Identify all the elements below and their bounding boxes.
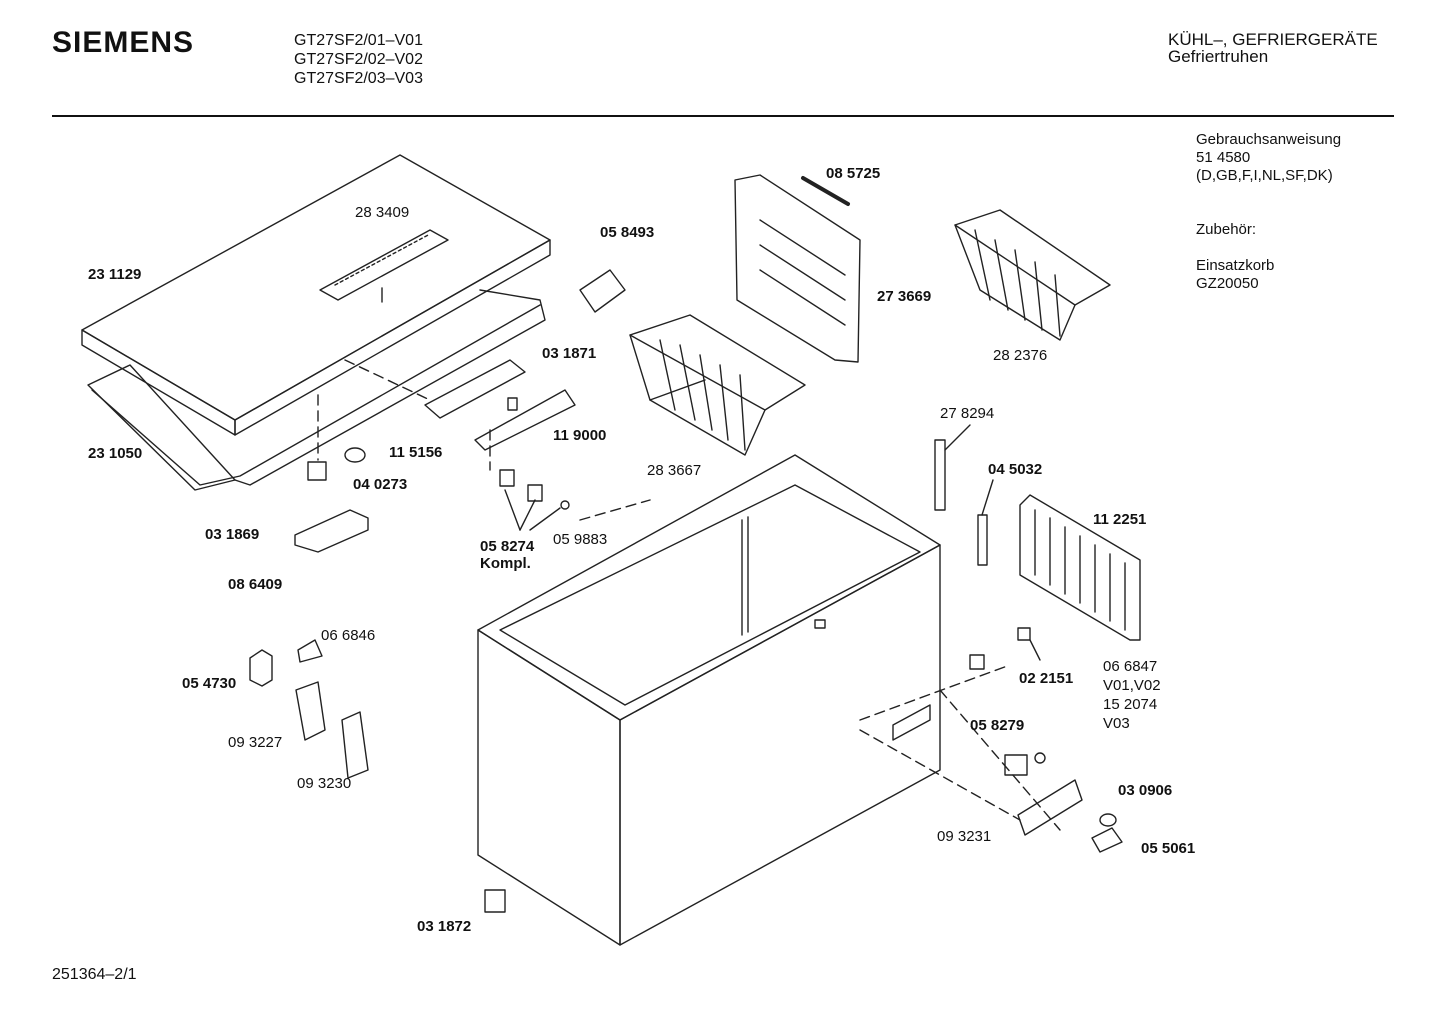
manual-languages: (D,GB,F,I,NL,SF,DK) (1196, 167, 1333, 184)
category-block: KÜHL–, GEFRIERGERÄTE Gefriertruhen (1168, 31, 1378, 65)
chest-body (477, 454, 941, 946)
grille-part (1019, 494, 1141, 641)
part-label: 08 5725 (826, 165, 881, 182)
part-label: 02 2151 (1019, 670, 1074, 687)
accessory-code: GZ20050 (1196, 275, 1259, 292)
category-title: KÜHL–, GEFRIERGERÄTE (1168, 30, 1378, 49)
light-cover-part (424, 359, 576, 451)
part-label: 03 0906 (1118, 782, 1173, 799)
part-label: 05 5061 (1141, 840, 1196, 857)
part-label: 11 9000 (553, 427, 607, 444)
accessories-label: Zubehör: (1196, 221, 1257, 238)
tray-part (294, 509, 369, 553)
part-label: 15 2074 (1103, 696, 1158, 713)
brand-logo: SIEMENS (52, 26, 195, 59)
part-label: V01,V02 (1103, 677, 1161, 694)
part-label: 04 0273 (353, 476, 408, 493)
part-label: 27 8294 (940, 405, 995, 422)
part-label: 09 3231 (937, 828, 992, 845)
category-subtitle: Gefriertruhen (1168, 47, 1269, 66)
part-label: 06 6847 (1103, 658, 1158, 675)
model-list: GT27SF2/01–V01 GT27SF2/02–V02 GT27SF2/03… (294, 31, 423, 88)
model-v02: GT27SF2/02–V02 (294, 51, 423, 68)
part-label: 03 1871 (542, 345, 597, 362)
gasket-part (87, 289, 546, 491)
basket-left-part (629, 314, 806, 456)
part-label: 28 3667 (647, 462, 702, 479)
part-label: 05 9883 (553, 531, 608, 548)
part-label: 11 5156 (389, 444, 443, 461)
part-label: 03 1872 (417, 918, 472, 935)
part-label: 09 3230 (297, 775, 352, 792)
part-label: 06 6846 (321, 627, 376, 644)
part-label: 04 5032 (988, 461, 1043, 478)
part-label: 11 2251 (1093, 511, 1147, 528)
hinge-clip-parts (499, 469, 570, 531)
part-label: 23 1129 (88, 266, 142, 283)
part-label: 03 1869 (205, 526, 260, 543)
hinge-parts-left (249, 639, 369, 779)
part-label: 08 6409 (228, 576, 283, 593)
basket-right-part (954, 209, 1111, 341)
part-label: V03 (1103, 715, 1130, 732)
part-058493-shape (579, 269, 626, 313)
manual-label: Gebrauchsanweisung (1196, 131, 1342, 148)
document-number: 251364–2/1 (52, 966, 137, 983)
model-v01: GT27SF2/01–V01 (294, 32, 423, 49)
part-085725-shape (801, 176, 850, 206)
side-notes: Gebrauchsanweisung 51 4580 (D,GB,F,I,NL,… (1196, 131, 1341, 293)
part-label: 09 3227 (228, 734, 283, 751)
manual-number: 51 4580 (1196, 149, 1251, 166)
part-label: 05 8279 (970, 717, 1025, 734)
part-label: Kompl. (480, 555, 531, 572)
part-label: 05 8274 (480, 538, 535, 555)
part-label: 27 3669 (877, 288, 932, 305)
thermostat-part (934, 424, 994, 566)
header-divider (52, 115, 1394, 117)
accessory-name: Einsatzkorb (1196, 257, 1275, 274)
part-label: 28 3409 (355, 204, 410, 221)
model-v03: GT27SF2/03–V03 (294, 70, 423, 87)
switch-bulb-part (307, 447, 366, 481)
part-label: 05 4730 (182, 675, 237, 692)
control-parts-right (969, 627, 1123, 853)
foot-part (484, 889, 506, 913)
lid-part (81, 154, 551, 436)
part-label: 05 8493 (600, 224, 655, 241)
part-label: 23 1050 (88, 445, 143, 462)
divider-panel-part (734, 174, 861, 363)
dashed-leaders (317, 359, 1061, 831)
part-label: 28 2376 (993, 347, 1048, 364)
